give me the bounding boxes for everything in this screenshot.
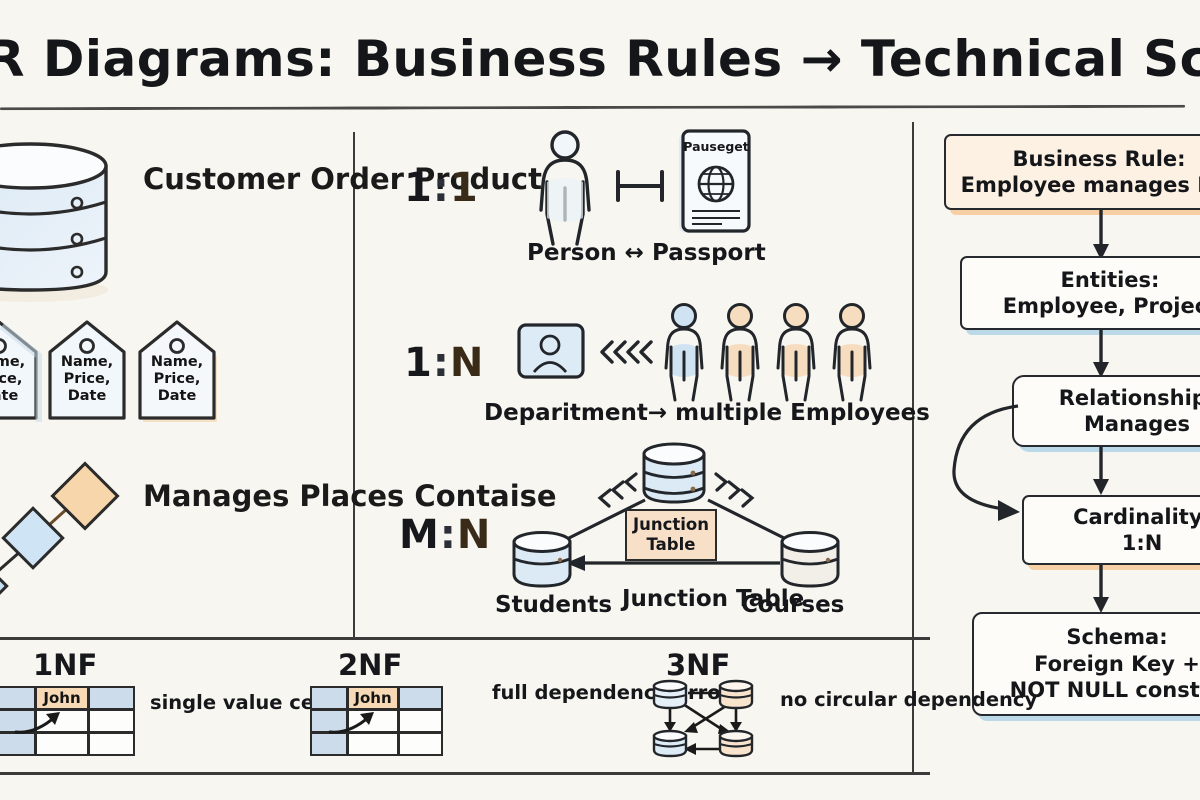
tag-icon: Name, Price, Date <box>134 318 220 426</box>
caption-junction-table: Junction Table <box>622 586 805 612</box>
m-n-junction-diagram <box>490 440 860 604</box>
dependency-arrow-icon <box>328 712 374 734</box>
flow-step-cardinality[interactable]: Cardinality: 1:N <box>1022 495 1200 565</box>
caption-students: Students <box>495 592 613 618</box>
entity-names-label: Customer Order Product <box>143 162 542 196</box>
cardinality-1-n-label: 1:N <box>404 340 485 386</box>
id-card-icon <box>513 320 587 386</box>
flow-arrow-1 <box>1090 210 1112 266</box>
diamond-chain-icon <box>0 455 140 619</box>
person-icon <box>533 128 599 252</box>
grid-cell <box>88 732 135 756</box>
nf-caption-1nf: single value cell <box>150 691 328 714</box>
tag-icon: Name, Price, Date <box>0 318 43 426</box>
grid-cell <box>88 709 135 733</box>
tag-label: Name, Price, Date <box>0 354 26 405</box>
tag-label: Name, Price, Date <box>60 354 114 405</box>
flow-step-entities[interactable]: Entities: Employee, Project <box>960 256 1200 330</box>
flow-arrow-3 <box>1090 447 1112 501</box>
grid-cell-highlight <box>347 686 399 710</box>
caption-1-1: Person ↔ Passport <box>527 240 766 266</box>
flow-step-schema[interactable]: Schema: Foreign Key + NOT NULL constra <box>972 612 1200 716</box>
employee-person-group <box>660 302 880 410</box>
grid-cell-value: John <box>43 689 81 707</box>
flow-arrow-2 <box>1090 330 1112 384</box>
grid-cell <box>0 686 36 710</box>
relationship-names-label: Manages Places Contaise <box>143 479 557 513</box>
grid-cell <box>347 732 399 756</box>
crow-foot-arrows-icon <box>596 336 656 372</box>
nf-title-2nf: 2NF <box>338 648 403 682</box>
grid-cell <box>310 686 348 710</box>
divider-middle-right <box>912 122 914 772</box>
divider-left-middle <box>353 132 355 637</box>
caption-courses: Courses <box>741 592 845 618</box>
flow-loop-arrow <box>940 400 1050 544</box>
passport-cover-label: Pauseget <box>683 139 749 154</box>
grid-cell <box>398 732 443 756</box>
grid-cell <box>88 686 135 710</box>
grid-cell <box>398 709 443 733</box>
page-title: R Diagrams: Business Rules → Technical S… <box>0 30 1200 88</box>
database-cylinder-graph-icon <box>648 676 778 766</box>
passport-icon: Pauseget <box>672 128 756 244</box>
grid-cell-value: John <box>354 689 392 707</box>
one-to-one-connector-icon <box>612 166 670 210</box>
tag-label: Name, Price, Date <box>150 354 204 405</box>
grid-cell <box>35 732 89 756</box>
divider-normalization-bottom <box>0 772 930 775</box>
flow-step-relationship[interactable]: Relationship: Manages <box>1012 375 1200 447</box>
nf-caption-3nf: no circular dependency <box>780 688 1038 711</box>
junction-table-box: Junction Table <box>625 509 717 561</box>
flow-step-business-rule[interactable]: Business Rule: Employee manages Pro <box>944 134 1200 210</box>
divider-normalization-top <box>0 637 930 640</box>
nf-title-1nf: 1NF <box>33 648 98 682</box>
caption-1-n: Deparitment→ multiple Employees <box>484 400 930 426</box>
cardinality-m-n-label: M:N <box>399 512 492 558</box>
database-cylinder-icon <box>0 140 128 314</box>
title-underline <box>0 104 1186 111</box>
tag-icon: Name, Price, Date <box>44 318 130 426</box>
grid-cell <box>398 686 443 710</box>
nf-title-3nf: 3NF <box>666 648 731 682</box>
dependency-arrow-icon <box>14 712 60 734</box>
flow-arrow-4 <box>1090 565 1112 619</box>
cardinality-1-1-label: 1:1 <box>404 165 479 211</box>
